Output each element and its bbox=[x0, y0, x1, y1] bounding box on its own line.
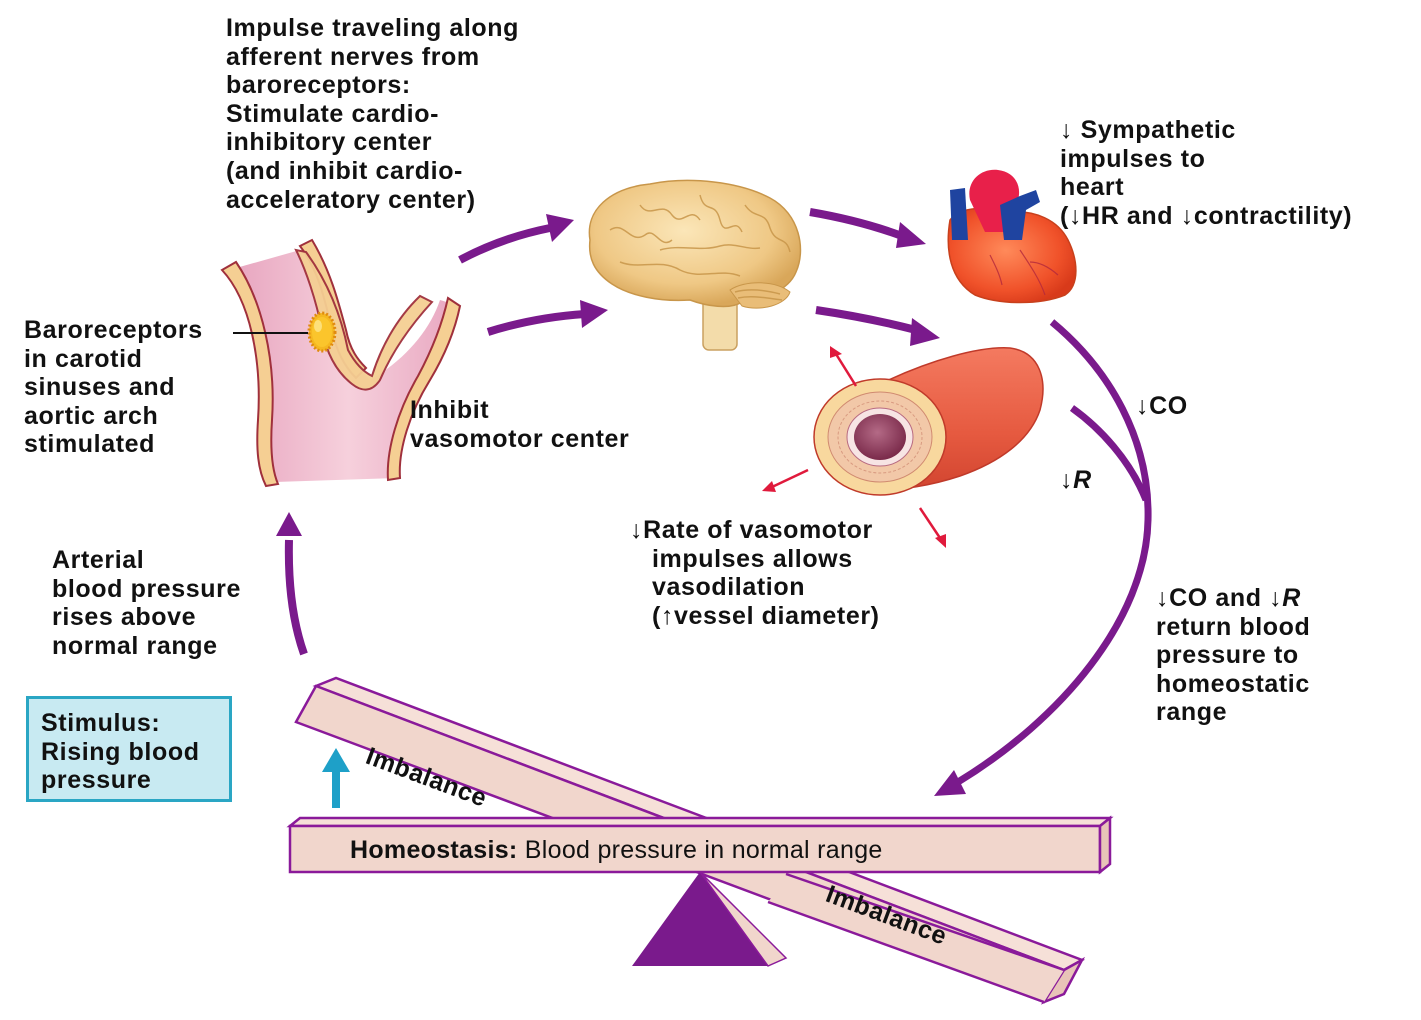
return-text: CO and bbox=[1169, 584, 1270, 612]
arterial-label-line: Arterial bbox=[52, 546, 145, 574]
stimulus-line: pressure bbox=[41, 766, 152, 795]
sympathetic-heart-label: ↓ Sympathetic impulses to heart (↓HR and… bbox=[1060, 116, 1352, 230]
arterial-label-line: normal range bbox=[52, 631, 218, 660]
down-arrow-icon: ↓ bbox=[1269, 584, 1283, 612]
stimulus-line: Rising blood bbox=[41, 737, 200, 766]
down-arrow-icon: ↓ bbox=[1060, 116, 1074, 144]
heart-label-text: HR and bbox=[1082, 201, 1181, 230]
down-arrow-icon: ↓ bbox=[1180, 201, 1194, 230]
return-text: R bbox=[1282, 584, 1301, 612]
afferent-label-line: (and inhibit cardio- bbox=[226, 156, 463, 185]
afferent-arrow-lower bbox=[486, 310, 586, 336]
homeostasis-beam bbox=[286, 815, 1114, 875]
down-arrow-icon: ↓ bbox=[630, 516, 644, 544]
r-label: ↓R bbox=[1060, 466, 1092, 495]
stimulus-arrow bbox=[322, 748, 350, 808]
r-merge-arrow bbox=[1069, 405, 1150, 502]
vasomotor-label: Inhibit vasomotor center bbox=[410, 396, 629, 453]
baroreceptor-label-line: stimulated bbox=[24, 430, 156, 459]
baroreceptor-label-line: sinuses and bbox=[24, 373, 176, 402]
vasodilation-label: ↓Rate of vasomotor impulses allows vasod… bbox=[630, 516, 880, 630]
stimulus-box: Stimulus: Rising blood pressure bbox=[26, 696, 232, 802]
heart-label-text: ( bbox=[1060, 201, 1069, 230]
heart-label-text: heart bbox=[1060, 173, 1125, 202]
vasomotor-label-line: Inhibit bbox=[410, 396, 490, 424]
efferent-arrow-vessel bbox=[815, 306, 917, 334]
afferent-label-line: inhibitory center bbox=[226, 128, 433, 157]
stimulus-line: Stimulus: bbox=[41, 709, 161, 737]
efferent-arrow-heart bbox=[809, 208, 904, 240]
up-arrow-icon: ↑ bbox=[660, 601, 675, 630]
down-arrow-icon: ↓ bbox=[1136, 392, 1150, 420]
dilation-arrow-up bbox=[834, 353, 858, 387]
arterial-label-line: blood pressure bbox=[52, 574, 241, 603]
carotid-artery-illustration bbox=[220, 238, 462, 488]
co-return-arrow bbox=[956, 319, 1152, 785]
dilation-arrows bbox=[762, 346, 946, 548]
vasodilation-text: impulses allows bbox=[652, 544, 853, 573]
baroreceptor-label-line: in carotid bbox=[24, 344, 143, 373]
co-label: ↓CO bbox=[1136, 392, 1188, 421]
afferent-label-line: afferent nerves from bbox=[226, 42, 480, 71]
baroreceptor-label-line: aortic arch bbox=[24, 401, 159, 430]
baroreceptor-label-line: Baroreceptors bbox=[24, 316, 203, 344]
vasodilation-text: vasodilation bbox=[652, 573, 806, 602]
stimulus-rise-arrow bbox=[284, 539, 308, 656]
dilation-arrow-down bbox=[918, 507, 942, 539]
return-text: pressure to bbox=[1156, 641, 1299, 670]
arterial-label-line: rises above bbox=[52, 603, 197, 632]
brain-illustration bbox=[588, 179, 802, 351]
heart-label-text: contractility) bbox=[1193, 201, 1353, 230]
feedback-arrows bbox=[276, 208, 1152, 796]
vasodilation-text: Rate of vasomotor bbox=[643, 516, 873, 544]
down-arrow-icon: ↓ bbox=[1156, 584, 1170, 612]
vasodilation-text: ( bbox=[652, 601, 661, 630]
homeostasis-text: Blood pressure in normal range bbox=[517, 836, 883, 864]
afferent-impulse-label: Impulse traveling along afferent nerves … bbox=[226, 14, 519, 214]
down-arrow-icon: ↓ bbox=[1060, 466, 1074, 494]
heart-label-text: Sympathetic bbox=[1080, 116, 1236, 144]
heart-illustration bbox=[947, 169, 1077, 304]
homeostasis-heading: Homeostasis: bbox=[350, 836, 518, 864]
seesaw bbox=[286, 676, 1114, 1005]
return-to-homeostasis-label: ↓CO and ↓R return blood pressure to home… bbox=[1156, 584, 1310, 727]
return-text: return blood bbox=[1156, 612, 1311, 641]
afferent-label-line: Stimulate cardio- bbox=[226, 99, 440, 128]
r-text: R bbox=[1073, 466, 1092, 494]
down-arrow-icon: ↓ bbox=[1068, 201, 1083, 230]
afferent-label-line: Impulse traveling along bbox=[226, 14, 520, 42]
afferent-label-line: acceleratory center) bbox=[226, 185, 476, 214]
heart-label-text: impulses to bbox=[1060, 144, 1206, 173]
fulcrum bbox=[632, 872, 768, 966]
vasomotor-label-line: vasomotor center bbox=[410, 424, 630, 453]
afferent-label-line: baroreceptors: bbox=[226, 71, 411, 100]
arterial-pressure-label: Arterial blood pressure rises above norm… bbox=[52, 546, 241, 660]
afferent-arrow-upper bbox=[458, 224, 551, 264]
homeostasis-label: Homeostasis: Blood pressure in normal ra… bbox=[350, 836, 883, 865]
return-text: homeostatic bbox=[1156, 669, 1310, 698]
blood-vessel-illustration bbox=[813, 347, 1044, 496]
return-text: range bbox=[1156, 698, 1228, 727]
vasodilation-text: vessel diameter) bbox=[674, 601, 880, 630]
baroreceptor-label: Baroreceptors in carotid sinuses and aor… bbox=[24, 316, 203, 459]
co-text: CO bbox=[1149, 392, 1188, 420]
dilation-arrow-left bbox=[771, 468, 809, 489]
